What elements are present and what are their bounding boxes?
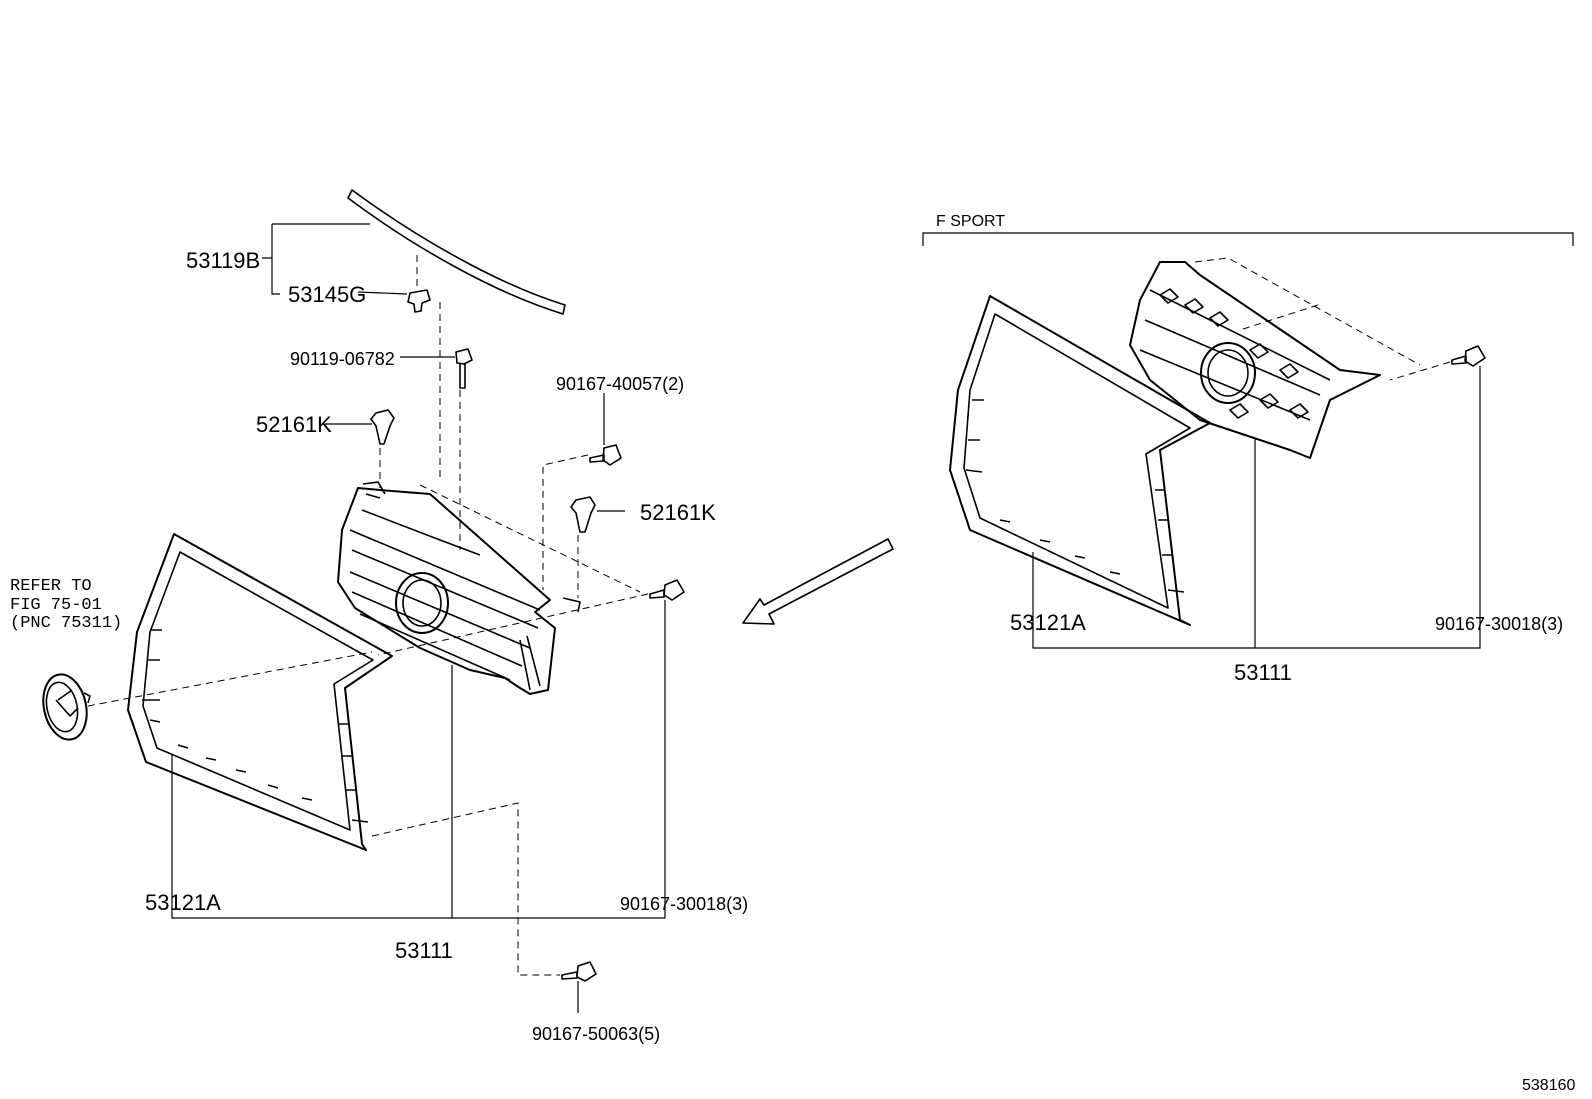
label-52161k-upper: 52161K (256, 412, 332, 437)
diagram-id: 538160 (1522, 1077, 1575, 1094)
label-53111-fsport: 53111 (1234, 660, 1292, 685)
label-52161k-lower: 52161K (640, 500, 716, 525)
clip-52161k-lower (570, 496, 596, 533)
screw-90167-30018-main (649, 579, 685, 601)
label-90167-50063: 90167-50063(5) (532, 1024, 660, 1044)
direction-arrow (742, 538, 894, 625)
refer-line-2: FIG 75-01 (10, 596, 102, 615)
grille-fsport-53111 (1129, 261, 1381, 459)
refer-line-3: (PNC 75311) (10, 614, 122, 633)
fsport-bracket (922, 232, 1574, 246)
label-53121a-fsport: 53121A (1010, 610, 1086, 635)
frame-fsport-53121a (949, 295, 1211, 626)
dashed-lines-main (87, 255, 649, 976)
leader-lines-main (171, 223, 666, 1013)
leader-lines-fsport (1032, 366, 1481, 649)
bolt-90119-06782 (455, 348, 473, 389)
label-53111-main: 53111 (395, 938, 453, 963)
screw-fsport-90167-30018 (1451, 345, 1486, 367)
label-90167-30018-main: 90167-30018(3) (620, 894, 748, 914)
label-53119b: 53119B (186, 248, 260, 273)
label-90167-40057: 90167-40057(2) (556, 374, 684, 394)
label-90119-06782: 90119-06782 (290, 349, 395, 369)
label-90167-30018-fsport: 90167-30018(3) (1435, 614, 1563, 634)
label-53121a-main: 53121A (145, 890, 221, 915)
grille-main-53111 (337, 481, 581, 695)
dashed-lines-fsport (1194, 257, 1451, 381)
label-53145g: 53145G (288, 282, 366, 307)
refer-line-1: REFER TO (10, 577, 92, 596)
screw-90167-40057 (589, 444, 622, 466)
molding-strip-53119b (347, 189, 566, 315)
screw-90167-50063 (561, 961, 597, 982)
label-fsport: F SPORT (936, 213, 1005, 230)
frame-main-53121a (127, 533, 393, 851)
clip-52161k-upper (370, 409, 395, 445)
emblem (42, 673, 91, 741)
clip-53145g (407, 289, 431, 313)
